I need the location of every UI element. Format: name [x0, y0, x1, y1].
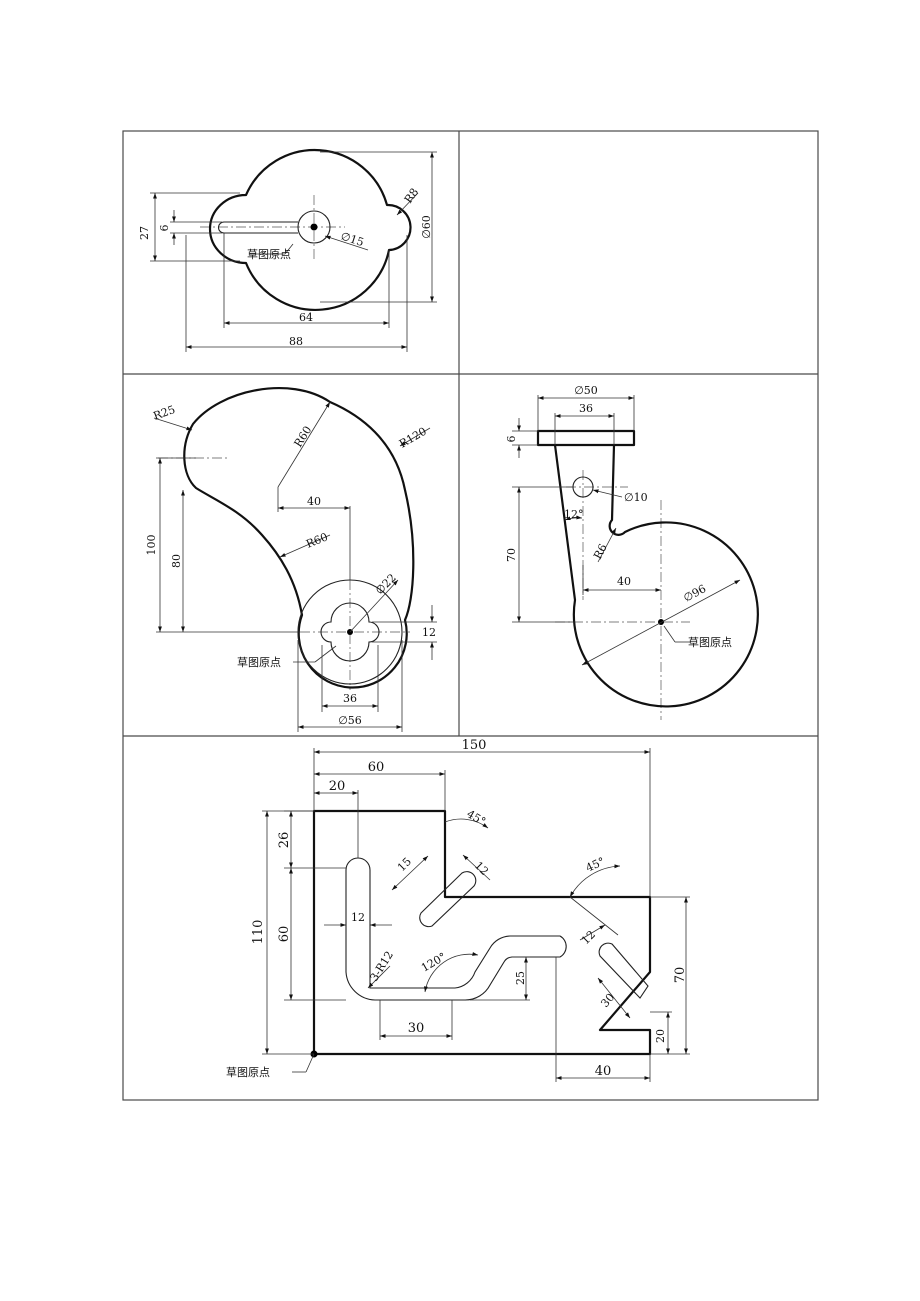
d4-dim-40: 40: [595, 1064, 612, 1079]
d4-dim-30-bottom: 30: [408, 1021, 425, 1036]
drawing-2-labels: R25 R60 R120 40 100 80 R60 ∅22 12 36 ∅56…: [145, 403, 436, 727]
d2-dim-r25: R25: [152, 403, 177, 423]
d3-dim-d50: ∅50: [574, 384, 598, 397]
d3-dim-r6: R6: [591, 542, 610, 562]
drawing-1-keyhole-cam: [150, 148, 437, 352]
d4-dim-15: 15: [395, 855, 414, 874]
d4-dim-60-vertical: 60: [277, 926, 292, 943]
d3-dim-d96: ∅96: [681, 582, 708, 605]
d4-origin-label: 草图原点: [226, 1066, 270, 1079]
d4-dim-26: 26: [277, 832, 292, 849]
drawing-3-bracket: [512, 395, 759, 720]
d1-origin-label: 草图原点: [247, 248, 291, 261]
d3-origin-label: 草图原点: [688, 636, 732, 649]
d2-dim-d22: ∅22: [373, 571, 399, 597]
d1-dim-88: 88: [289, 335, 303, 348]
d2-dim-36: 36: [343, 692, 357, 705]
d1-dim-d60: ∅60: [420, 215, 433, 239]
d4-dim-20: 20: [329, 779, 346, 794]
d2-origin-label: 草图原点: [237, 656, 281, 669]
d1-dim-r8: R8: [402, 186, 421, 206]
d4-dim-20-right: 20: [654, 1029, 667, 1043]
d4-dim-30-inclined: 30: [598, 991, 617, 1010]
d4-dim-12-upper: 12: [472, 859, 491, 878]
drawing-4-labels: 150 60 20 45° 26 15 12 45° 110 60 12 3-R…: [226, 738, 688, 1079]
d4-dim-12-slot: 12: [351, 911, 365, 924]
d1-dim-27: 27: [138, 226, 151, 240]
d3-dim-d10: ∅10: [624, 491, 648, 504]
d3-dim-36: 36: [579, 402, 593, 415]
d3-dim-40: 40: [617, 575, 631, 588]
d2-dim-d56: ∅56: [338, 714, 362, 727]
d4-dim-150: 150: [462, 738, 487, 753]
d4-dim-60: 60: [368, 760, 385, 775]
d2-dim-r120: R120: [397, 425, 429, 451]
d1-dim-d15: ∅15: [339, 229, 365, 249]
d4-dim-45-right: 45°: [584, 855, 607, 875]
table-frame: [122, 130, 819, 1101]
d4-dim-110: 110: [251, 920, 266, 945]
d4-dim-70: 70: [673, 967, 688, 984]
d2-dim-r60-lower: R60: [304, 530, 330, 550]
d4-dim-3r12: 3-R12: [368, 949, 397, 984]
d2-dim-12: 12: [422, 626, 436, 639]
drawing-2-curved-arm: [153, 387, 437, 732]
d1-dim-6: 6: [158, 225, 171, 232]
d2-dim-r60-upper: R60: [292, 424, 315, 450]
d2-dim-80: 80: [170, 554, 183, 568]
d2-dim-100: 100: [145, 535, 158, 556]
d3-dim-70: 70: [505, 548, 518, 562]
d3-dim-12deg: 12°: [564, 508, 584, 521]
d1-dim-64: 64: [299, 311, 313, 324]
d3-dim-6: 6: [505, 436, 518, 443]
drawing-4-slotted-plate: [262, 748, 690, 1082]
drawing-3-labels: ∅50 36 6 ∅10 12° R6 70 40 ∅96 草图原点: [505, 384, 732, 649]
d2-dim-40: 40: [307, 495, 321, 508]
d4-dim-25: 25: [514, 971, 527, 985]
